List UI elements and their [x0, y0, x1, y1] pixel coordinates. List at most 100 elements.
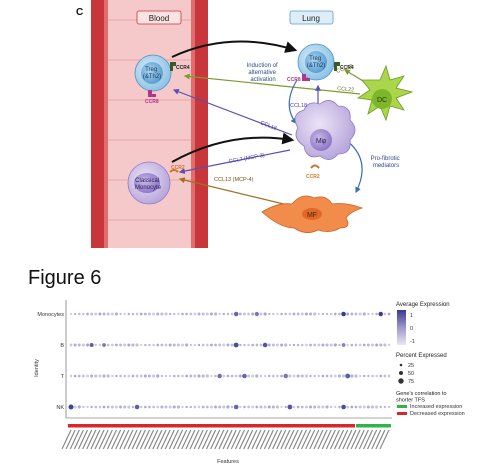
ccr4-blood-receptor-icon [170, 62, 176, 71]
dot-t-11 [115, 374, 118, 378]
dot-b-64 [333, 343, 337, 347]
dot-t-56 [300, 374, 304, 378]
feature-tick-21 [148, 429, 159, 450]
pct-25-dot [399, 363, 403, 367]
dot-t-37 [222, 374, 226, 378]
arrow-induction [288, 79, 298, 124]
dot-monocytes-5 [90, 312, 94, 316]
dot-monocytes-27 [181, 312, 184, 316]
dot-t-20 [152, 374, 156, 378]
row-label-monocytes: Monocytes [37, 312, 64, 318]
feature-tick-69 [346, 429, 357, 450]
dot-nk-58 [309, 405, 312, 409]
dot-t-64 [333, 374, 337, 378]
dot-b-9 [106, 343, 110, 347]
feature-tick-42 [234, 429, 245, 450]
ccr8-lung-receptor-icon [302, 74, 310, 81]
dot-nk-69 [354, 405, 358, 409]
lung-label: Lung [302, 14, 320, 23]
dot-b-8 [102, 343, 106, 347]
dot-nk-56 [300, 405, 304, 409]
feature-tick-15 [123, 429, 134, 450]
dot-nk-39 [230, 405, 234, 409]
dot-t-60 [317, 374, 321, 378]
feature-tick-74 [367, 429, 378, 450]
dot-monocytes-63 [329, 312, 333, 316]
dot-nk-66 [341, 404, 346, 410]
ccr4-blood-label: CCR4 [176, 65, 190, 71]
feature-tick-56 [292, 429, 303, 450]
dot-t-41 [238, 374, 242, 378]
dot-nk-41 [239, 405, 242, 409]
dot-b-16 [135, 343, 139, 347]
increased-swatch [397, 405, 407, 408]
dot-monocytes-68 [350, 312, 354, 316]
dot-nk-25 [172, 405, 176, 409]
arrow-monocyte-migration [171, 132, 295, 163]
dot-nk-8 [102, 405, 106, 409]
legend-pct-title: Percent Expressed [396, 353, 447, 359]
dot-monocytes-41 [238, 312, 242, 316]
blood-label: Blood [149, 14, 169, 23]
dot-b-1 [73, 343, 77, 347]
dot-nk-22 [160, 405, 164, 409]
dot-t-33 [205, 374, 209, 378]
dot-nk-60 [317, 405, 321, 409]
dot-nk-38 [226, 405, 230, 409]
feature-tick-48 [259, 429, 270, 450]
dot-t-32 [201, 374, 205, 378]
feature-tick-13 [115, 429, 126, 450]
dot-monocytes-12 [119, 312, 122, 316]
dot-b-58 [309, 343, 312, 347]
dot-nk-9 [106, 405, 110, 409]
dot-b-22 [160, 343, 164, 347]
dot-t-15 [131, 374, 135, 378]
dot-b-71 [362, 343, 366, 347]
dot-b-48 [267, 343, 271, 347]
dot-monocytes-46 [259, 312, 263, 316]
dot-t-67 [345, 373, 351, 379]
feature-tick-2 [69, 429, 80, 450]
dot-nk-59 [313, 405, 317, 409]
dot-t-70 [358, 374, 362, 378]
feature-tick-41 [230, 429, 241, 450]
dot-b-10 [110, 343, 114, 347]
dot-monocytes-31 [197, 312, 201, 316]
ccr2-blood-receptor-icon [169, 169, 179, 173]
dot-nk-20 [152, 405, 155, 409]
feature-tick-33 [197, 429, 208, 450]
dot-monocytes-6 [94, 312, 98, 316]
avg-tick-neg1: -1 [410, 339, 415, 345]
pathway-arrows [171, 40, 369, 207]
dot-monocytes-61 [321, 312, 325, 316]
dot-nk-75 [379, 405, 382, 409]
pct-50-label: 50 [408, 371, 414, 377]
dot-nk-44 [251, 405, 255, 409]
dot-t-53 [288, 374, 292, 378]
feature-tick-30 [185, 429, 196, 450]
dot-monocytes-38 [226, 312, 230, 316]
dot-t-66 [342, 374, 346, 378]
dot-t-22 [160, 374, 163, 378]
dot-monocytes-58 [308, 312, 313, 316]
dot-b-26 [176, 343, 180, 347]
dot-t-36 [217, 373, 222, 379]
dot-monocytes-69 [354, 312, 358, 316]
dot-grid [68, 311, 391, 410]
dot-t-4 [86, 374, 89, 378]
dot-b-59 [313, 343, 317, 347]
dot-nk-17 [139, 405, 143, 409]
panel-label: C [76, 7, 83, 18]
dot-t-5 [90, 374, 94, 378]
feature-tick-49 [263, 429, 274, 450]
feature-tick-25 [164, 429, 175, 450]
dot-monocytes-21 [156, 312, 160, 316]
dot-t-9 [106, 374, 110, 378]
dot-b-63 [329, 343, 333, 347]
dot-b-43 [247, 343, 250, 347]
ccr2-blood-label: CCR2 [171, 165, 185, 171]
dot-monocytes-60 [317, 312, 320, 316]
dot-b-4 [85, 343, 90, 347]
dot-t-24 [168, 374, 172, 378]
